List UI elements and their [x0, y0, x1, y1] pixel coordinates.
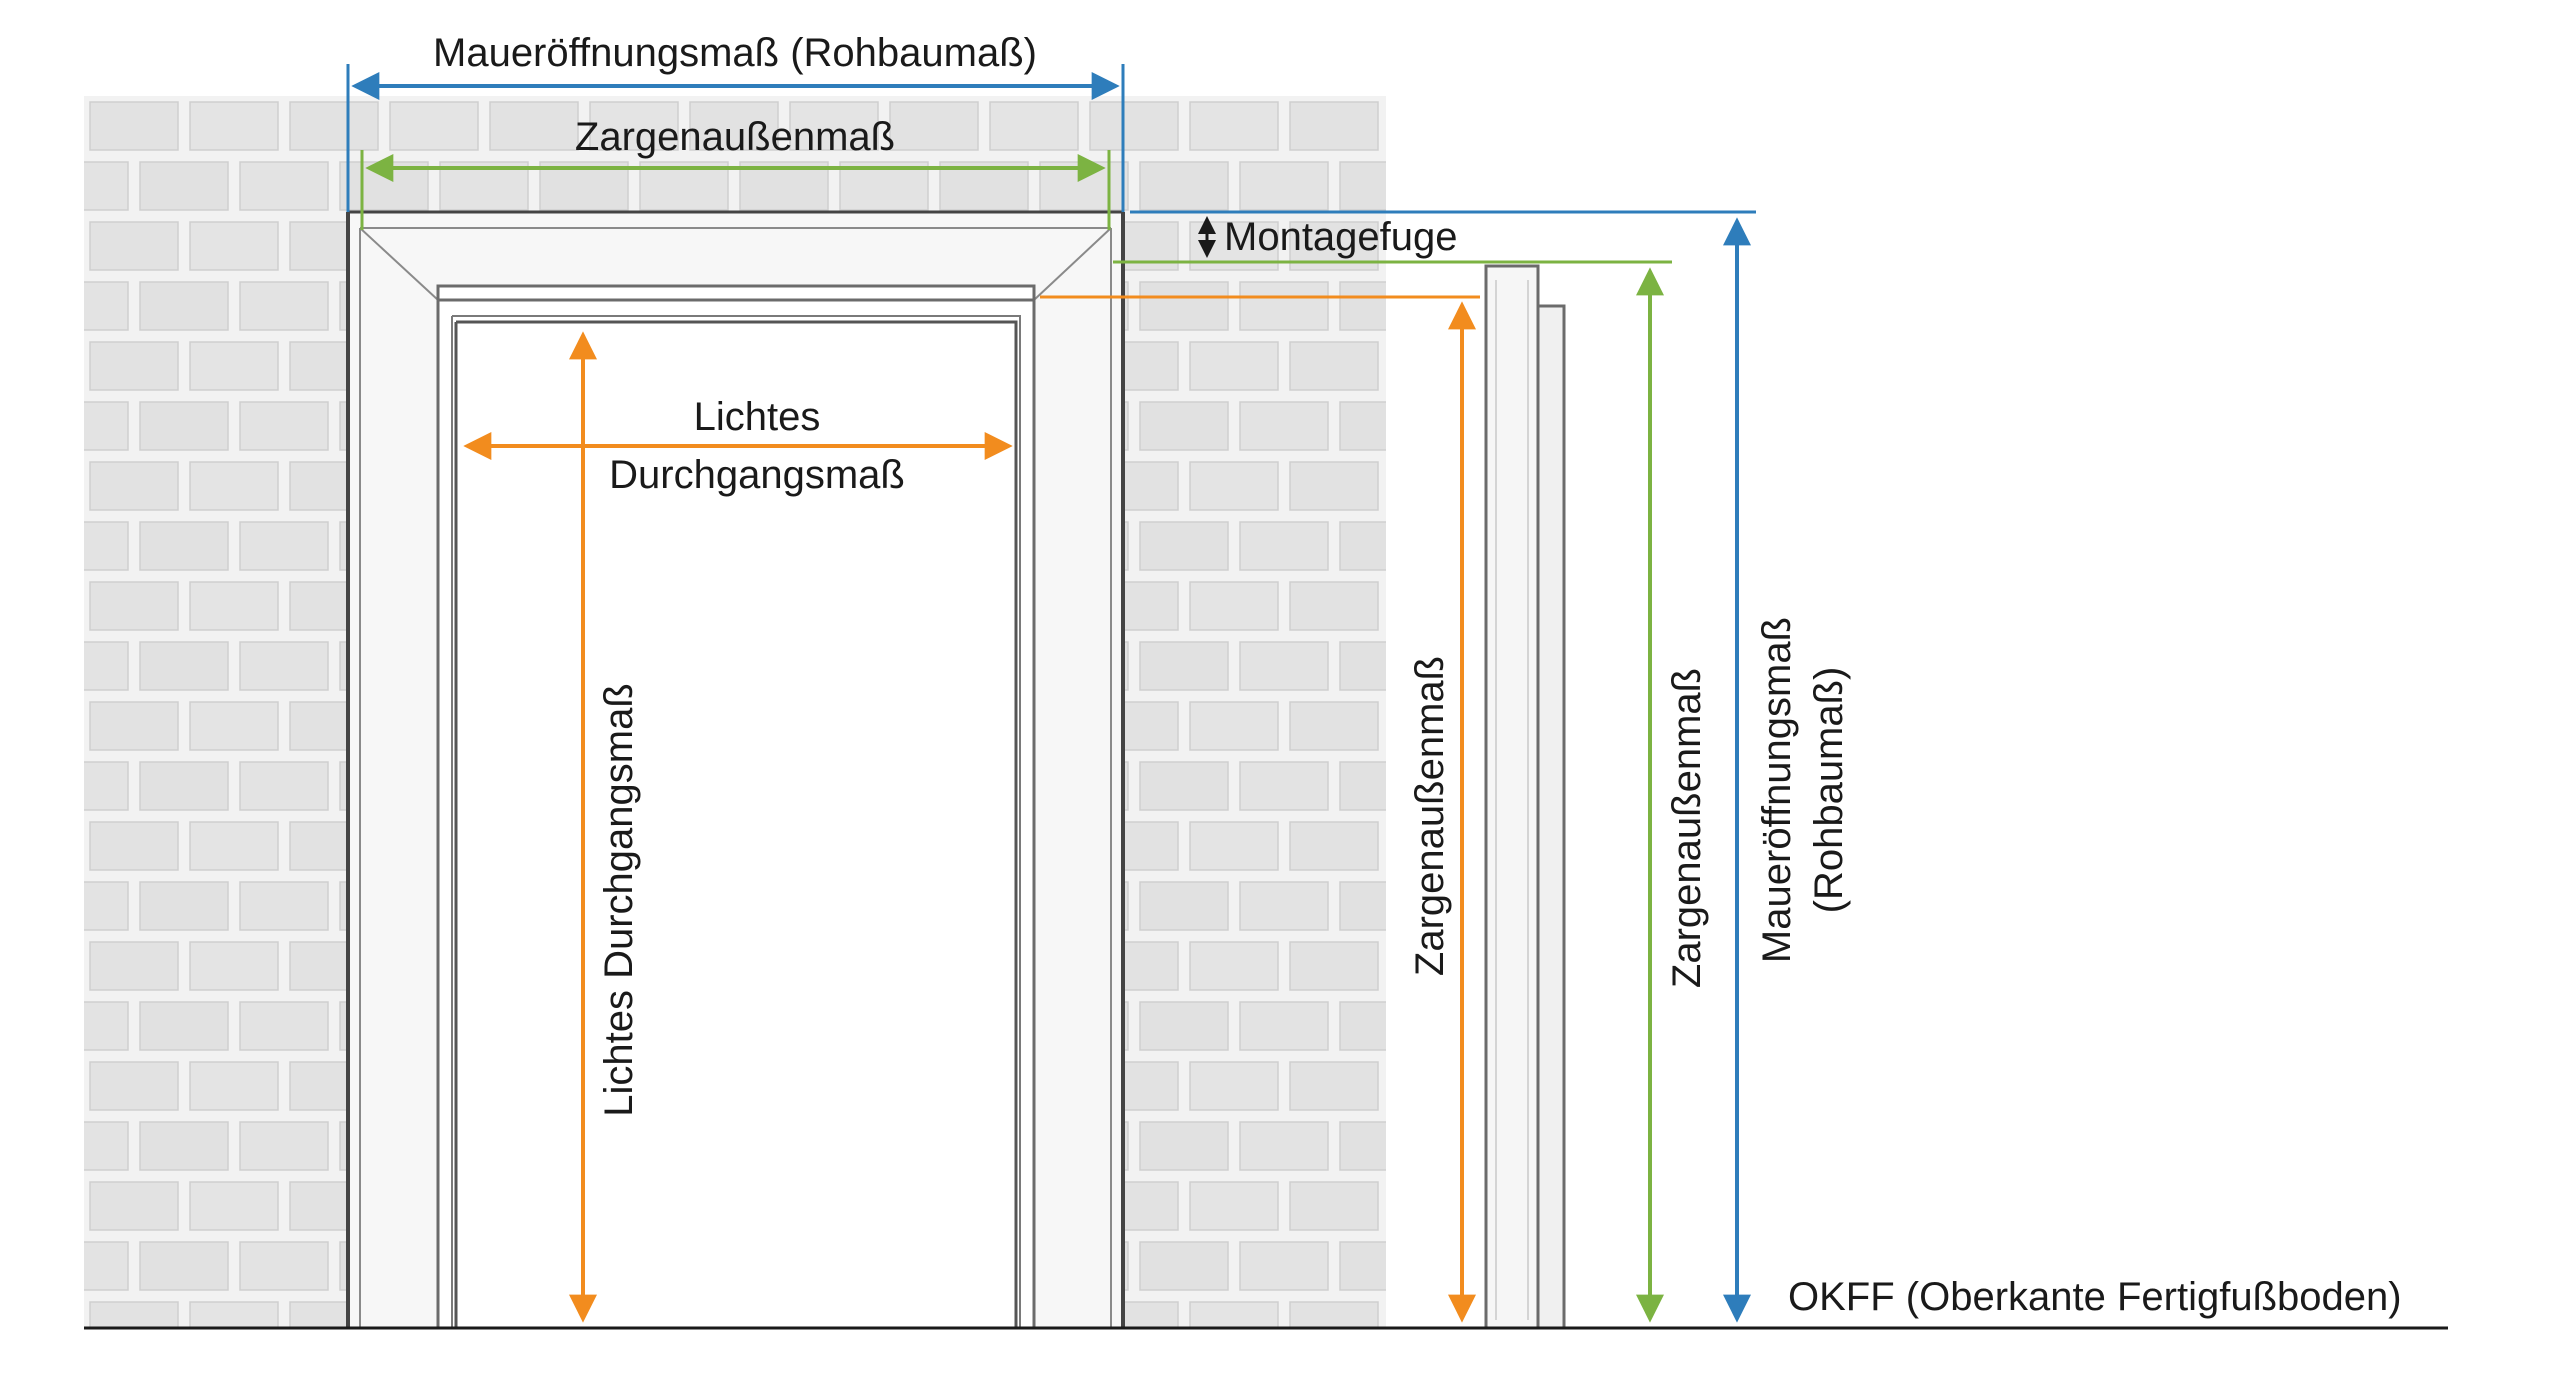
label-clear-width-line1: Lichtes [694, 395, 821, 439]
label-mounting-gap: Montagefuge [1224, 215, 1458, 259]
label-frame-outer-top: Zargenaußenmaß [575, 115, 895, 159]
label-wall-opening-side-line1: Maueröffnungsmaß [1755, 617, 1799, 963]
label-clear-width-line2: Durchgangsmaß [609, 453, 905, 497]
dim-frame-outer-width [360, 150, 1111, 230]
dim-mounting-gap [1113, 210, 1756, 264]
dim-wall-opening-width [346, 64, 1125, 212]
label-floor: OKFF (Oberkante Fertigfußboden) [1788, 1275, 2402, 1319]
door-frame-side-profile [1484, 264, 1566, 1330]
label-wall-opening-top: Maueröffnungsmaß (Rohbaumaß) [433, 31, 1037, 75]
dim-frame-outer-height-orange [1040, 295, 1480, 1323]
label-frame-outer-height-green: Zargenaußenmaß [1665, 668, 1709, 988]
label-wall-opening-side-line2: (Rohbaumaß) [1807, 667, 1851, 914]
label-frame-outer-height-orange: Zargenaußenmaß [1408, 656, 1452, 976]
label-clear-height: Lichtes Durchgangsmaß [597, 683, 641, 1117]
wall-opening [348, 212, 1123, 1328]
